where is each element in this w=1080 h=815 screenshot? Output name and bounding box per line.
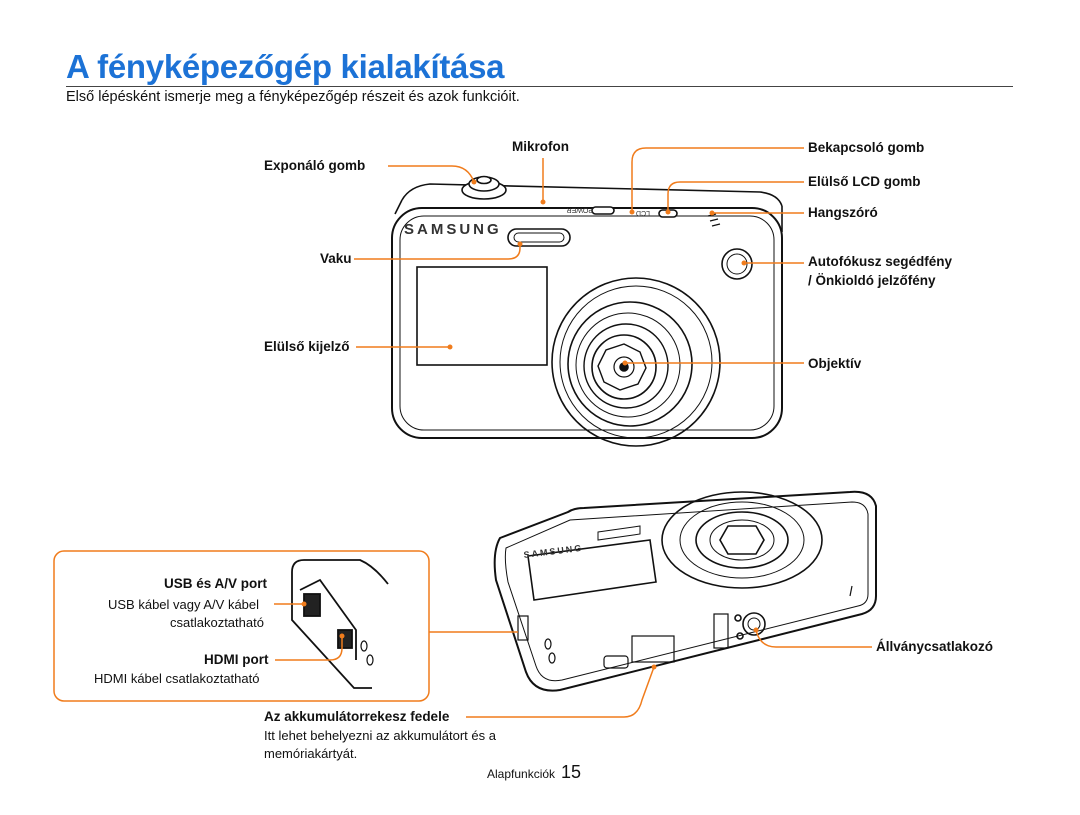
camera-brand-logo-bottom: SAMSUNG: [523, 543, 584, 560]
camera-brand-logo: SAMSUNG: [404, 221, 502, 238]
label-battery-cover: Az akkumulátorrekesz fedele: [264, 709, 450, 724]
page-footer: Alapfunkciók 15: [487, 762, 581, 783]
desc-battery-line1: Itt lehet behelyezni az akkumulátort és …: [264, 728, 496, 743]
label-front-lcd-button: Elülső LCD gomb: [808, 174, 921, 189]
page-number: 15: [561, 762, 582, 782]
desc-battery-line2: memóriakártyát.: [264, 746, 358, 761]
page-title: A fényképezőgép kialakítása: [66, 48, 505, 85]
label-hdmi-port: HDMI port: [204, 652, 269, 667]
desc-hdmi: HDMI kábel csatlakoztatható: [94, 671, 260, 686]
label-microphone: Mikrofon: [512, 139, 569, 154]
desc-usb-av-line2: csatlakoztatható: [170, 615, 264, 630]
label-shutter: Exponáló gomb: [264, 158, 366, 173]
label-af-assist-line1: Autofókusz segédfény: [808, 254, 953, 269]
callout-lines: [274, 147, 872, 718]
label-usb-av-port: USB és A/V port: [164, 576, 268, 591]
lcd-marking: LCD: [636, 209, 650, 216]
label-tripod-socket: Állványcsatlakozó: [876, 639, 994, 654]
label-flash: Vaku: [320, 251, 352, 266]
camera-bottom-illustration: [493, 490, 877, 692]
callout-dots: [301, 179, 759, 670]
footer-section: Alapfunkciók: [487, 767, 556, 781]
port-inset-frame: [53, 550, 430, 702]
camera-front-illustration: [391, 175, 783, 447]
intro-text: Első lépésként ismerje meg a fényképezőg…: [66, 89, 520, 105]
port-inset-illustration: [291, 559, 389, 689]
label-lens: Objektív: [808, 356, 862, 371]
label-front-display: Elülső kijelző: [264, 339, 350, 354]
label-power-button: Bekapcsoló gomb: [808, 140, 925, 155]
label-af-assist-line2: / Önkioldó jelzőfény: [808, 273, 936, 288]
label-speaker: Hangszóró: [808, 205, 878, 220]
power-marking: POWER: [567, 206, 593, 213]
desc-usb-av-line1: USB kábel vagy A/V kábel: [108, 597, 260, 612]
title-divider: [66, 86, 1013, 87]
